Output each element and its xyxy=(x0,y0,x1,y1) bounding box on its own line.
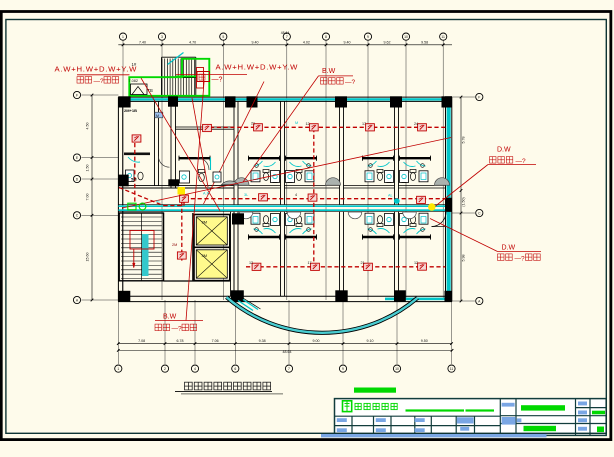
svg-text:9.62: 9.62 xyxy=(384,40,391,44)
svg-text:7.06: 7.06 xyxy=(212,339,219,343)
svg-text:M: M xyxy=(295,121,298,125)
svg-text:12: 12 xyxy=(249,261,253,265)
svg-text:5M: 5M xyxy=(131,177,137,182)
svg-text:A: A xyxy=(76,298,79,302)
svg-text:1: 1 xyxy=(117,367,119,371)
svg-text:4: 4 xyxy=(194,367,196,371)
svg-text:4: 4 xyxy=(295,193,297,197)
svg-text:7.08: 7.08 xyxy=(138,339,145,343)
svg-text:B.W: B.W xyxy=(163,314,177,321)
svg-text:9.50: 9.50 xyxy=(421,339,428,343)
svg-text:AL: AL xyxy=(156,200,161,204)
svg-text:11: 11 xyxy=(450,367,454,371)
svg-text:5.98: 5.98 xyxy=(462,255,466,262)
svg-text:9: 9 xyxy=(342,367,344,371)
svg-text:—?: —? xyxy=(172,326,183,333)
svg-text:17: 17 xyxy=(362,122,366,126)
svg-text:48.64: 48.64 xyxy=(281,31,290,35)
svg-text:15.60: 15.60 xyxy=(86,253,90,262)
svg-text:D.W: D.W xyxy=(497,147,511,154)
svg-text:21: 21 xyxy=(251,122,255,126)
svg-text:48.64: 48.64 xyxy=(283,350,292,354)
svg-text:C: C xyxy=(76,214,79,218)
svg-text:A: A xyxy=(478,299,481,303)
svg-text:(1.50): (1.50) xyxy=(462,197,466,206)
svg-text:7: 7 xyxy=(286,35,288,39)
svg-text:9.58: 9.58 xyxy=(421,40,428,44)
svg-text:TB: TB xyxy=(148,88,154,93)
svg-text:1.50: 1.50 xyxy=(86,165,90,172)
svg-text:F: F xyxy=(478,95,480,99)
svg-text:D: D xyxy=(76,177,79,181)
svg-text:9: 9 xyxy=(367,35,369,39)
svg-text:9.40: 9.40 xyxy=(344,40,351,44)
svg-text:E: E xyxy=(76,156,79,160)
svg-text:4.50: 4.50 xyxy=(86,123,90,130)
svg-text:A.P.: A.P. xyxy=(203,192,210,196)
svg-text:3M: 3M xyxy=(202,220,208,225)
svg-text:17: 17 xyxy=(308,261,312,265)
svg-text:7.00: 7.00 xyxy=(86,194,90,201)
svg-text:B.W: B.W xyxy=(322,68,336,75)
svg-text:4.02: 4.02 xyxy=(303,40,310,44)
svg-text:3: 3 xyxy=(161,35,163,39)
svg-text:9.40: 9.40 xyxy=(252,40,259,44)
svg-text:7: 7 xyxy=(288,367,290,371)
svg-text:1: 1 xyxy=(122,35,124,39)
svg-text:12: 12 xyxy=(414,261,418,265)
svg-text:11: 11 xyxy=(441,35,445,39)
svg-text:10: 10 xyxy=(395,367,399,371)
svg-text:A.W+H.W+D.W+Y.W: A.W+H.W+D.W+Y.W xyxy=(55,65,138,74)
svg-text:AL: AL xyxy=(388,194,393,198)
svg-text:7.082: 7.082 xyxy=(129,79,139,83)
svg-text:21: 21 xyxy=(361,261,365,265)
svg-text:5.78: 5.78 xyxy=(462,137,466,144)
svg-text:12: 12 xyxy=(306,122,310,126)
svg-text:3L: 3L xyxy=(244,193,248,197)
svg-text:—?: —? xyxy=(212,77,223,84)
svg-text:—?: —? xyxy=(345,79,356,86)
svg-text:9.38: 9.38 xyxy=(259,339,266,343)
svg-text:6: 6 xyxy=(234,367,236,371)
svg-text:2M+1B: 2M+1B xyxy=(124,108,137,113)
svg-text:2M: 2M xyxy=(172,243,177,247)
svg-text:1#: 1# xyxy=(132,62,137,67)
svg-text:4.70: 4.70 xyxy=(189,40,196,44)
svg-text:9.10: 9.10 xyxy=(367,339,374,343)
svg-text:3M: 3M xyxy=(202,253,208,258)
svg-text:A.W+H.W+D.W+Y.W: A.W+H.W+D.W+Y.W xyxy=(216,63,299,72)
svg-text:7.40: 7.40 xyxy=(139,40,146,44)
svg-text:M: M xyxy=(156,114,159,118)
svg-text:24: 24 xyxy=(414,122,418,126)
svg-text:F: F xyxy=(76,93,78,97)
svg-text:6.78: 6.78 xyxy=(177,339,184,343)
svg-text:10: 10 xyxy=(404,35,408,39)
svg-text:9.00: 9.00 xyxy=(313,339,320,343)
svg-text:—?: —? xyxy=(515,255,526,262)
svg-text:5: 5 xyxy=(222,35,224,39)
svg-text:D.W: D.W xyxy=(502,245,516,252)
svg-text:—?: —? xyxy=(94,78,105,85)
svg-text:—?: —? xyxy=(516,158,527,165)
svg-text:8: 8 xyxy=(325,35,327,39)
svg-text:2: 2 xyxy=(164,367,166,371)
svg-text:C: C xyxy=(478,211,481,215)
